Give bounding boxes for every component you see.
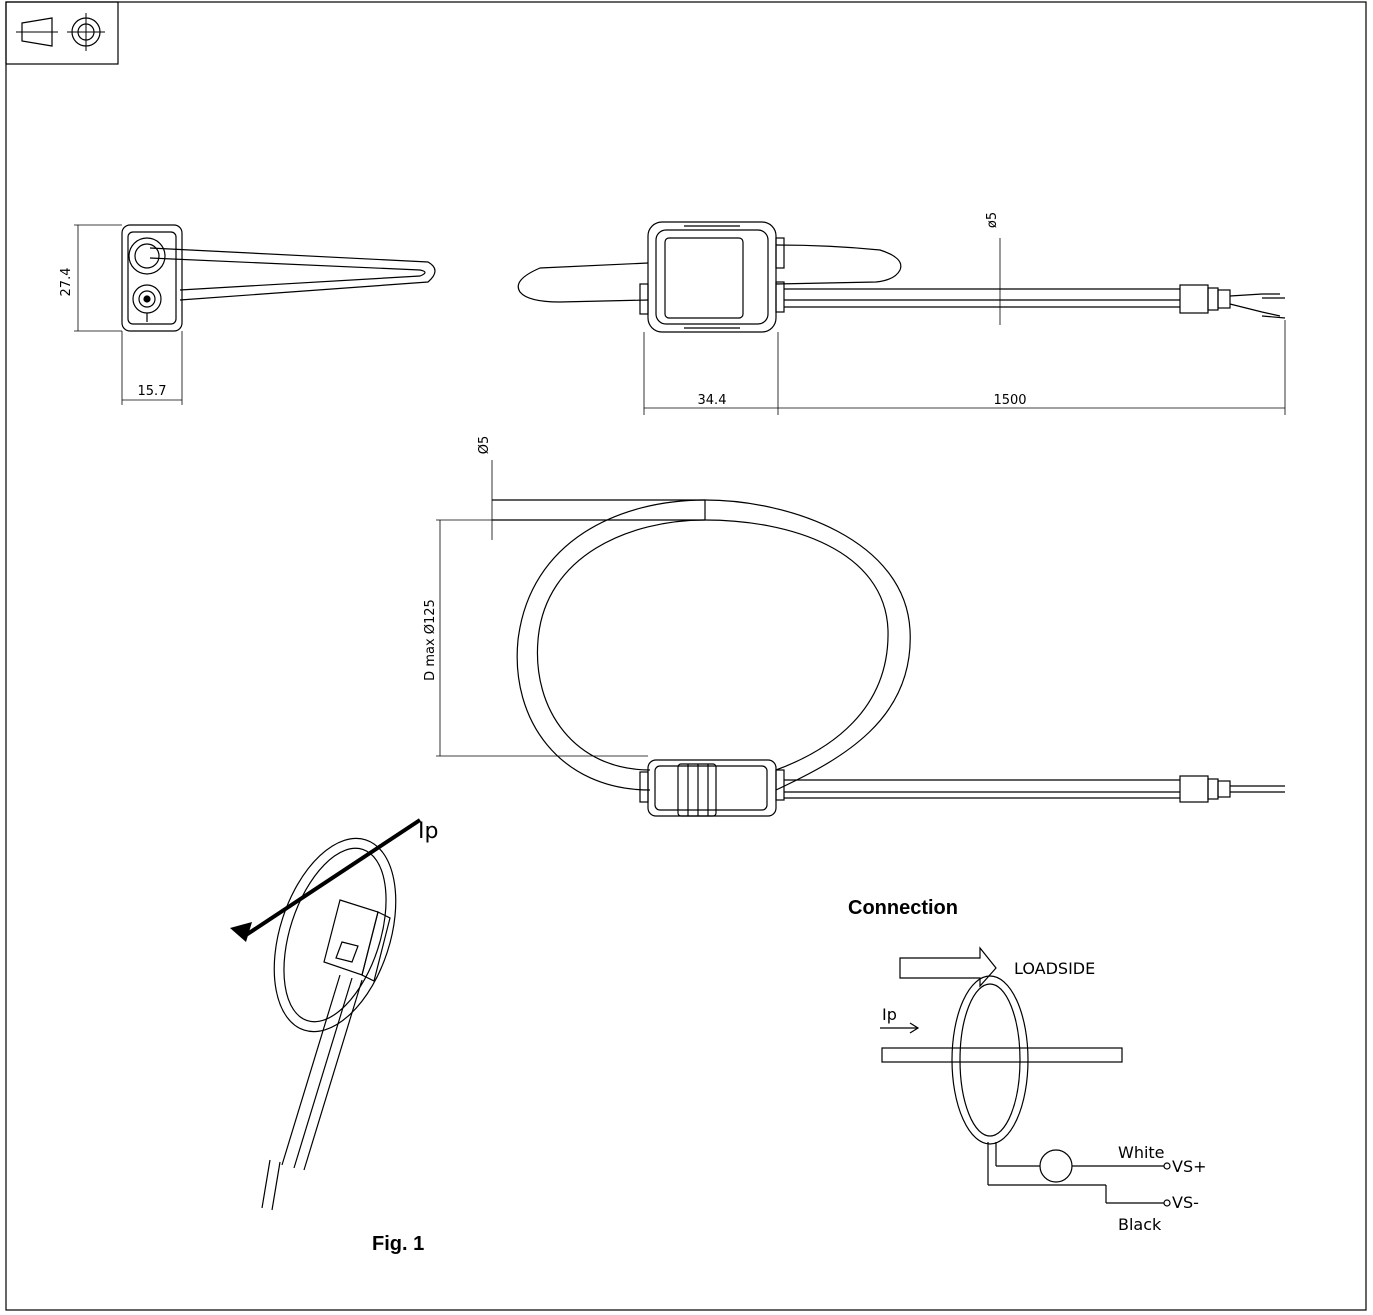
loadside-arrow [899,946,997,988]
dim-width-side: 15.7 [138,384,167,399]
vs-minus-label: VS- [1172,1193,1199,1212]
side-view-dimensions [74,224,183,405]
dim-cable-diameter-top: ø5 [985,212,1000,228]
top-view-dimensions [643,238,1286,415]
vs-plus-label: VS+ [1172,1157,1207,1176]
black-wire-label: Black [1118,1215,1162,1234]
connection-title: Connection [848,897,958,919]
dim-cable-length: 1500 [993,393,1026,408]
projection-symbol [5,1,119,65]
current-direction-arrow [230,818,422,942]
fig1-label: Fig. 1 [372,1233,424,1255]
dim-loop-diameter: D max Ø125 [423,599,438,681]
side-view [121,224,436,332]
drawing-border [5,1,1367,1311]
top-view [517,221,1286,333]
loadside-label: LOADSIDE [1014,959,1095,978]
loop-view [492,499,1285,817]
fig1-perspective [261,837,397,1211]
connection-ip-label: Ip [882,1005,897,1024]
loop-view-dimensions [436,460,648,757]
dim-height-side: 27.4 [59,268,74,297]
white-wire-label: White [1118,1143,1165,1162]
connection-schematic [880,975,1171,1207]
dim-body-width: 34.4 [698,393,727,408]
dim-cable-diameter-loop: Ø5 [477,436,492,455]
fig1-current-label: Ip [418,819,438,844]
